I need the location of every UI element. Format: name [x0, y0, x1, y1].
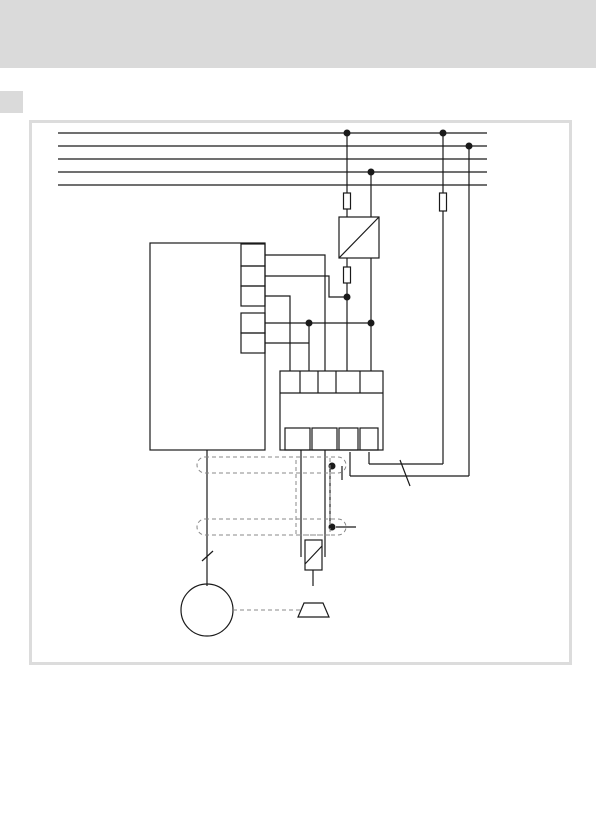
junction-dot	[306, 320, 313, 327]
module-bottom-terminal	[312, 428, 337, 450]
motor-symbol	[181, 584, 233, 636]
fuse-3	[440, 193, 447, 211]
brake-coil	[305, 540, 322, 586]
fuse-2	[344, 267, 351, 283]
right-feed-469	[350, 146, 469, 476]
control-junctions	[306, 294, 375, 327]
junction-dot	[368, 320, 375, 327]
control-wiring	[265, 255, 371, 371]
shield-sleeve-lower	[197, 519, 346, 535]
motor-cable	[202, 450, 213, 586]
fuse-1	[344, 193, 351, 209]
controller-terminal	[241, 333, 265, 353]
module-bottom-terminal	[339, 428, 358, 450]
controller-terminal	[241, 286, 265, 306]
brake-shoe	[298, 603, 329, 617]
converter-diagonal	[339, 217, 379, 258]
controller-terminal	[241, 266, 265, 286]
junction-dot	[344, 294, 351, 301]
brake-module	[280, 371, 383, 450]
right-feed-443	[369, 133, 447, 464]
supply-bus	[58, 133, 487, 185]
controller-box	[150, 243, 265, 450]
module-bottom-terminal	[360, 428, 378, 450]
module-bottom-terminal	[285, 428, 310, 450]
controller-terminal	[241, 244, 265, 266]
power-supply-unit	[339, 217, 379, 258]
bus-junctions	[344, 130, 473, 176]
controller-terminal	[241, 313, 265, 333]
shield-sleeve-upper	[197, 457, 346, 473]
